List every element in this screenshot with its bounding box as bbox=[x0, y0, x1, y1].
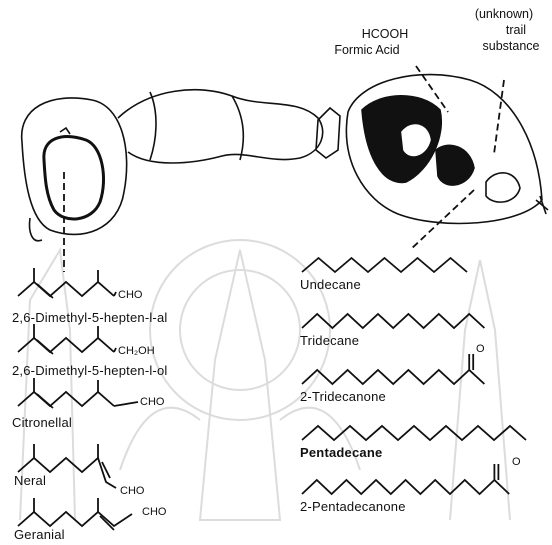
head-cavity bbox=[44, 137, 104, 219]
ant-illustration bbox=[22, 75, 548, 241]
terpene-chain bbox=[18, 338, 114, 352]
carbonyl-oxygen: O bbox=[512, 457, 521, 468]
trail-label-line2: trail bbox=[486, 24, 546, 37]
functional-group: CHO bbox=[120, 486, 144, 497]
dufour-gland bbox=[486, 173, 520, 202]
compound-name: 2,6-Dimethyl-5-hepten-l-al bbox=[12, 311, 167, 324]
carbon-chain bbox=[302, 258, 467, 272]
formic-name: Formic Acid bbox=[312, 44, 422, 57]
trail-label-line3: substance bbox=[470, 40, 552, 53]
compound-name: Pentadecane bbox=[300, 446, 382, 459]
trail-label-line1: (unknown) bbox=[456, 8, 552, 21]
terminal-bond bbox=[114, 348, 116, 352]
compound-name: 2-Tridecanone bbox=[300, 390, 386, 403]
double-bond bbox=[37, 284, 53, 298]
compound-name: 2-Pentadecanone bbox=[300, 500, 406, 513]
carbon-chain bbox=[302, 370, 484, 384]
double-bond bbox=[37, 394, 53, 408]
terminal-bond bbox=[114, 402, 138, 406]
compound-name: 2,6-Dimethyl-5-hepten-l-ol bbox=[12, 364, 167, 377]
compound-name: Neral bbox=[14, 474, 46, 487]
thorax-segment bbox=[232, 96, 243, 160]
watermark-seal bbox=[20, 240, 510, 520]
carbonyl-oxygen: O bbox=[476, 344, 485, 355]
ant-head bbox=[22, 98, 127, 234]
formic-formula: HCOOH bbox=[350, 28, 420, 41]
carbon-chain bbox=[302, 426, 526, 440]
functional-group: CHO bbox=[118, 290, 142, 301]
functional-group: CHO bbox=[142, 507, 166, 518]
compound-name: Geranial bbox=[14, 528, 65, 541]
leader-trail bbox=[494, 80, 504, 154]
compound-name: Undecane bbox=[300, 278, 361, 291]
petiole bbox=[316, 108, 340, 158]
carbon-chain bbox=[302, 480, 509, 494]
thorax-segment bbox=[150, 92, 156, 160]
ant-thorax bbox=[118, 90, 323, 163]
terminal-bond bbox=[114, 292, 116, 296]
double-bond bbox=[37, 340, 53, 354]
functional-group: CHO bbox=[140, 397, 164, 408]
functional-group: CH₂OH bbox=[118, 346, 155, 357]
compound-name: Citronellal bbox=[12, 416, 72, 429]
terpene-chain bbox=[18, 392, 114, 406]
compound-name: Tridecane bbox=[300, 334, 359, 347]
